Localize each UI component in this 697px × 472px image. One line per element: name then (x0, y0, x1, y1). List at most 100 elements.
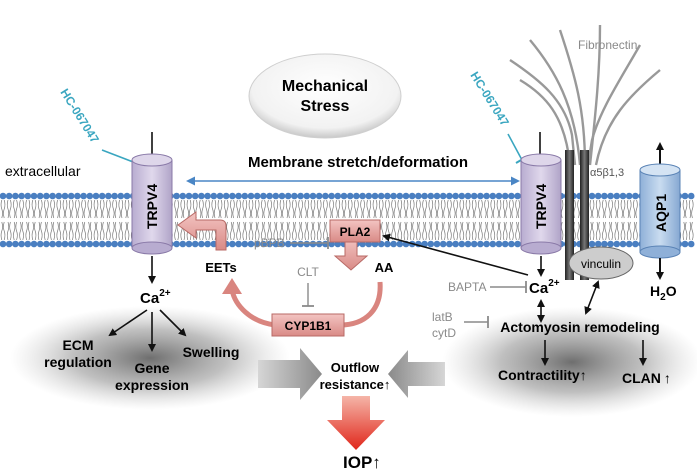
lipid-tail (626, 221, 630, 241)
lipid-tail (77, 221, 80, 241)
lipid-tail (279, 221, 282, 241)
lipid-head (427, 192, 435, 200)
lipid-head (359, 192, 366, 200)
lipid-tail (282, 221, 285, 241)
lipid-head (613, 240, 621, 248)
lipid-head (384, 192, 391, 200)
iop-label: IOP↑ (343, 453, 381, 472)
lipid-tail (614, 221, 617, 241)
lipid-tail (424, 199, 427, 219)
lipid-tail (25, 199, 28, 219)
lipid-head (86, 192, 94, 200)
lipid-tail (211, 199, 214, 219)
hc-inhibitor-right: HC-067047 (467, 69, 512, 129)
lipid-tail (515, 221, 518, 241)
lipid-tail (356, 199, 359, 219)
lipid-tail (0, 221, 3, 241)
lipid-tail (403, 199, 406, 219)
lipid-tail (682, 221, 685, 241)
lipid-tail (329, 199, 332, 219)
lipid-tail (273, 221, 276, 241)
lipid-tail (428, 199, 431, 219)
vinculin-actomyosin-arrow (584, 280, 600, 315)
lipid-tail (623, 221, 626, 241)
lipid-tail (480, 199, 483, 219)
lipid-tail (232, 221, 235, 241)
lipid-tail (511, 199, 514, 219)
lipid-tail (65, 199, 68, 219)
lipid-tail (106, 221, 109, 241)
lipid-tail (381, 199, 384, 219)
lipid-tail (56, 199, 59, 219)
lipid-tail (254, 221, 258, 241)
lipid-tail (471, 199, 475, 219)
lipid-tail (453, 221, 456, 241)
membrane-stretch-label: Membrane stretch/deformation (248, 154, 468, 171)
lipid-head (687, 192, 695, 200)
lipid-head (322, 192, 329, 200)
lipid-tail (83, 199, 86, 219)
lipid-tail (385, 199, 388, 219)
lipid-head (433, 240, 441, 248)
lipid-head (92, 192, 100, 200)
lipid-head (433, 192, 441, 200)
lipid-tail (174, 221, 177, 241)
lipid-tail (418, 199, 421, 219)
lipid-tail (199, 199, 202, 219)
lipid-tail (397, 221, 400, 241)
lipid-head (421, 192, 428, 200)
lipid-tail (484, 221, 487, 241)
lipid-head (483, 192, 490, 200)
vinculin-label: vinculin (581, 257, 621, 271)
lipid-tail (635, 221, 638, 241)
lipid-tail (366, 199, 369, 219)
lipid-tail (515, 199, 518, 219)
lipid-tail (75, 199, 78, 219)
lipid-tail (261, 199, 264, 219)
lipid-head (111, 192, 118, 200)
lipid-tail (313, 199, 316, 219)
integrin-bar-1 (565, 150, 574, 280)
lipid-head (111, 240, 118, 248)
lipid-head (198, 240, 205, 248)
lipid-tail (387, 199, 390, 219)
lipid-head (458, 240, 466, 248)
cyp-to-eets-arrowhead (222, 278, 242, 294)
lipid-tail (9, 221, 12, 241)
lipid-tail (428, 221, 431, 241)
lipid-head (291, 192, 298, 200)
lipid-tail (391, 221, 394, 241)
lipid-head (12, 240, 19, 248)
lipid-head (86, 240, 94, 248)
lipid-tail (306, 199, 310, 219)
right-gray-arrow (388, 350, 445, 398)
lipid-tail (424, 221, 427, 241)
lipid-head (98, 240, 106, 248)
lipid-tail (422, 221, 425, 241)
lipid-tail (604, 221, 607, 241)
lipid-tail (478, 221, 481, 241)
lipid-tail (118, 199, 121, 219)
lipid-tail (325, 199, 328, 219)
lipid-tail (443, 199, 446, 219)
lipid-head (229, 240, 236, 248)
lipid-tail (449, 221, 452, 241)
lipid-tail (102, 199, 105, 219)
lipid-tail (288, 221, 291, 241)
lipid-head (495, 192, 503, 200)
lipid-tail (3, 221, 6, 241)
lipid-head (632, 192, 639, 200)
lipid-tail (610, 221, 613, 241)
lipid-tail (393, 221, 396, 241)
lipid-tail (71, 199, 74, 219)
lipid-tail (65, 221, 68, 241)
lipid-head (0, 192, 7, 200)
lipid-tail (6, 221, 10, 241)
lipid-tail (381, 221, 384, 241)
lipid-head (24, 240, 32, 248)
lipid-tail (403, 221, 406, 241)
lipid-head (297, 192, 304, 200)
lipid-tail (34, 199, 37, 219)
lipid-tail (108, 221, 111, 241)
lipid-tail (124, 199, 127, 219)
